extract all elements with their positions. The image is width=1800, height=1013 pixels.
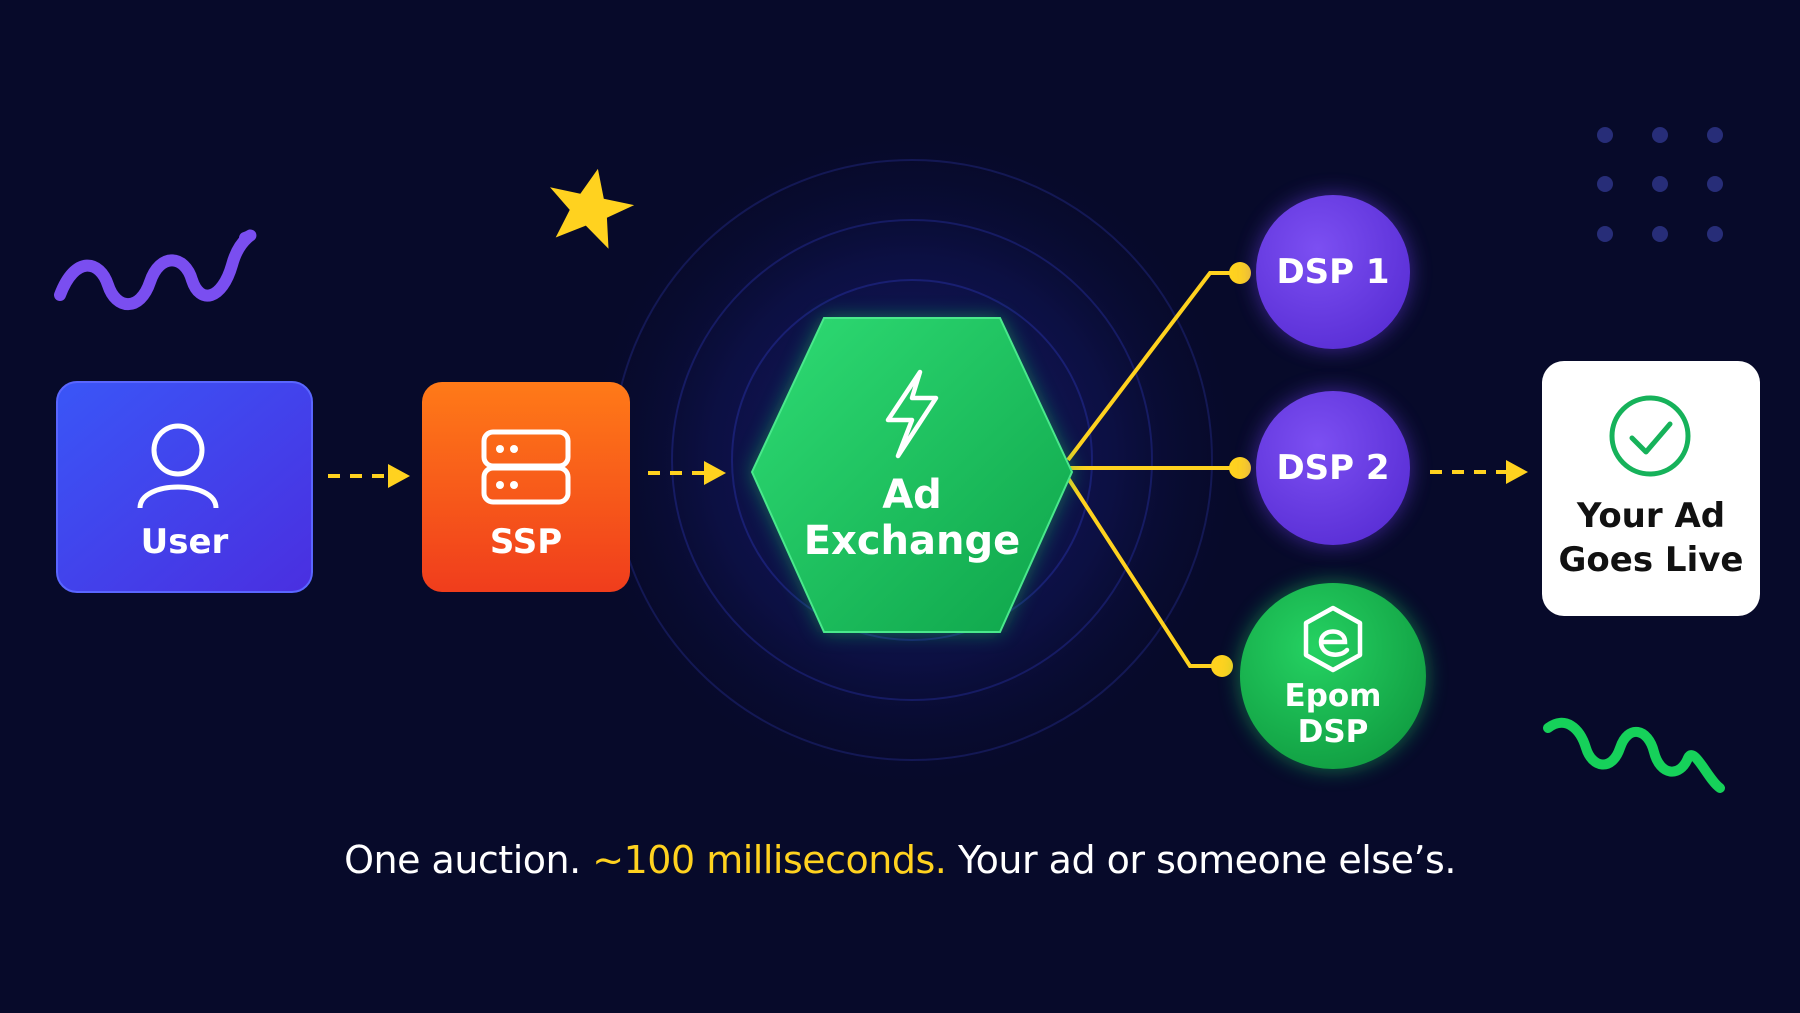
dot-grid [1597, 127, 1723, 242]
user-label: User [140, 522, 229, 562]
exchange-ring [671, 219, 1153, 701]
ssp-node [422, 382, 630, 592]
epom-dsp-node [1240, 583, 1426, 769]
caption-part2: Your ad or someone else’s. [957, 838, 1456, 882]
dsp1-node [1256, 195, 1410, 349]
epom-label-line2: DSP [1297, 714, 1369, 750]
exchange-label-line2: Exchange [803, 518, 1021, 564]
epom-label-line1: Epom [1284, 678, 1382, 714]
ad-live-label-line1: Your Ad [1576, 496, 1726, 536]
dsp2-node [1256, 391, 1410, 545]
exchange-node [750, 317, 1074, 633]
ad-live-card [1542, 361, 1760, 616]
lightning-icon [885, 369, 939, 459]
star-icon [550, 168, 635, 249]
green-squiggle [1543, 717, 1725, 793]
caption: One auction. ~100 milliseconds. Your ad … [0, 838, 1800, 882]
server-lights [496, 445, 518, 489]
ssp-label: SSP [489, 522, 563, 562]
arrow-heads [388, 460, 1528, 488]
ad-live-label-line2: Goes Live [1558, 540, 1744, 580]
exchange-ring [731, 279, 1093, 641]
user-icon [137, 423, 219, 509]
connector-dots [1211, 262, 1251, 677]
caption-part1: One auction. [344, 838, 581, 882]
dsp2-label: DSP 2 [1276, 448, 1390, 488]
server-icon [481, 429, 571, 505]
check-circle-icon [1609, 395, 1691, 477]
exchange-label-line1: Ad [882, 472, 942, 518]
dashed-arrows [328, 470, 1510, 478]
purple-squiggle [54, 229, 257, 311]
epom-logo-icon [1303, 605, 1363, 673]
caption-highlight: ~100 milliseconds. [592, 838, 947, 882]
dsp1-label: DSP 1 [1276, 252, 1390, 292]
